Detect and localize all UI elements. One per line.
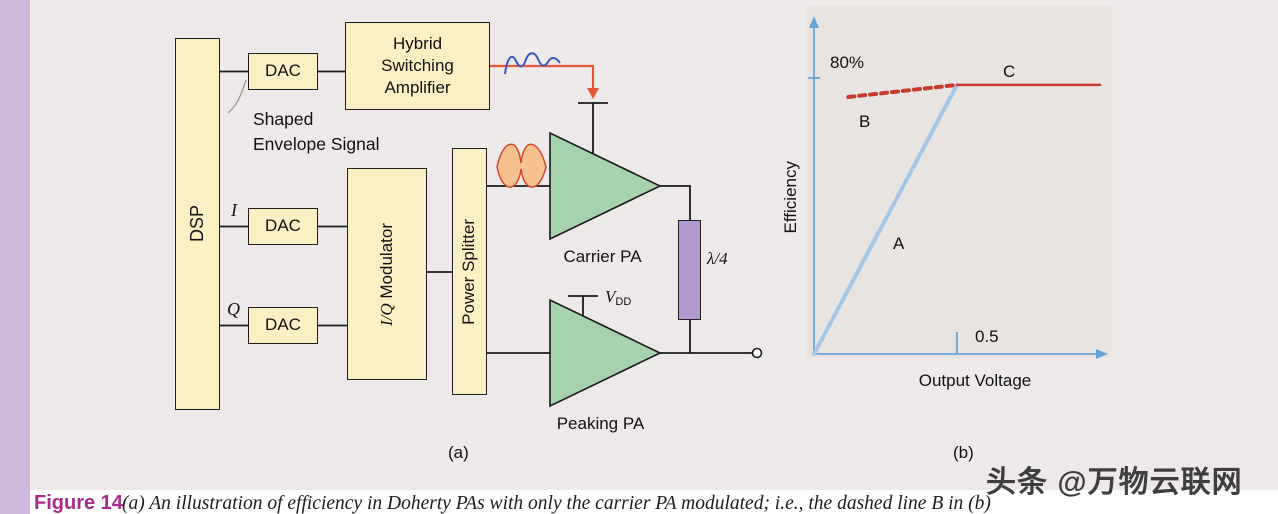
x-axis-arrow-icon <box>1096 349 1108 359</box>
y-axis-title-text: Efficiency <box>781 161 800 234</box>
carrier-supply-terminal-icon <box>578 102 608 153</box>
dac-top-label: DAC <box>265 61 301 81</box>
plot-panel-bg <box>806 6 1112 358</box>
quarter-wave-label: λ/4 <box>707 249 728 268</box>
caption-strip <box>30 490 1278 514</box>
watermark-text: 头条 @万物云联网 <box>986 466 1243 499</box>
peaking-supply-terminal-icon <box>568 295 598 316</box>
shaped-envelope-label: Shaped Envelope Signal <box>253 107 379 158</box>
carrier-pa-triangle <box>549 131 662 241</box>
envelope-waveform-icon <box>504 52 561 75</box>
figure-caption-text: (a) An illustration of efficiency in Doh… <box>122 493 991 514</box>
red-arrowhead-icon <box>587 88 599 99</box>
iq-modulator-suffix: Modulator <box>376 222 396 303</box>
dac-i-block: DAC <box>248 208 318 245</box>
panel-b-label: (b) <box>953 443 974 462</box>
dac-q-label: DAC <box>265 315 301 335</box>
shaped-envelope-blob-icon <box>496 143 547 188</box>
shaped-envelope-line2: Envelope Signal <box>253 134 380 155</box>
power-splitter-block: Power Splitter <box>452 148 487 395</box>
iq-modulator-label: I/Q Modulator <box>376 223 398 326</box>
dac-q-block: DAC <box>248 307 318 344</box>
q-signal-label: Q <box>227 299 240 319</box>
envelope-supply-path <box>490 64 599 99</box>
dsp-label: DSP <box>186 205 207 243</box>
iq-modulator-block: I/Q Modulator <box>347 168 427 380</box>
curve-c-label: C <box>1003 62 1016 81</box>
curve-a-label: A <box>893 234 905 253</box>
output-terminal-icon <box>751 347 763 359</box>
curve-b-label: B <box>859 112 871 131</box>
hybrid-switching-amplifier-block: Hybrid Switching Amplifier <box>345 22 490 110</box>
dsp-block: DSP <box>175 38 220 410</box>
red-supply-line <box>490 64 595 88</box>
hybrid-switching-amplifier-label: Hybrid Switching Amplifier <box>381 33 454 98</box>
peaking-pa-label: Peaking PA <box>556 414 645 433</box>
curve-b-dashed-line <box>846 82 959 99</box>
y-axis-title: Efficiency <box>779 125 803 270</box>
carrier-pa-label: Carrier PA <box>563 247 642 266</box>
vdd-symbol: V <box>605 287 616 306</box>
shaped-envelope-leader-line <box>227 79 247 114</box>
iq-modulator-prefix: I/Q <box>376 302 396 326</box>
shaped-envelope-line1: Shaped <box>253 109 314 129</box>
curve-a-line <box>812 82 959 356</box>
panel-a-label: (a) <box>448 443 469 462</box>
peaking-pa-triangle <box>549 298 662 408</box>
quarter-wave-line-block <box>678 220 701 320</box>
vdd-label: VDD <box>605 287 631 308</box>
x-axis-title: Output Voltage <box>918 371 1032 390</box>
i-signal-label: I <box>231 200 237 220</box>
efficiency-plot <box>806 6 1112 359</box>
y-axis-arrow-icon <box>809 16 819 28</box>
x-tick-05-label: 0.5 <box>975 327 999 346</box>
figure-number-label: Figure 14 <box>34 492 123 514</box>
accent-strip <box>0 0 30 514</box>
power-splitter-label: Power Splitter <box>459 218 479 325</box>
dac-i-label: DAC <box>265 216 301 236</box>
vdd-subscript: DD <box>615 296 632 308</box>
plot-axes <box>808 26 1098 355</box>
y-tick-80-label: 80% <box>830 53 865 72</box>
dac-top-block: DAC <box>248 53 318 90</box>
